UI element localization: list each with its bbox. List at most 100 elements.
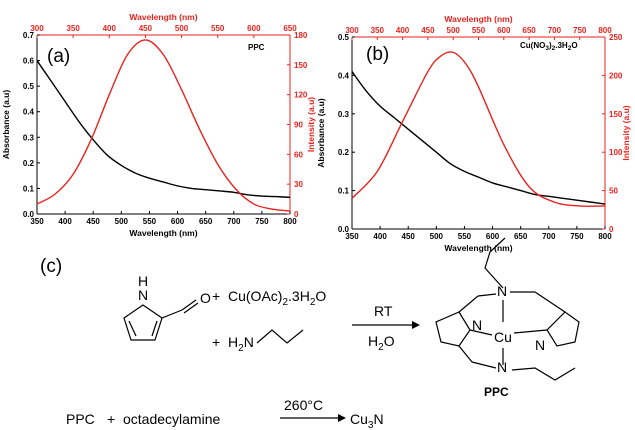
x-tick-label: 350 [345,232,359,241]
y-axis-label: Absorbance (a.u) [1,90,11,160]
y-tick-label: 0.1 [338,187,350,196]
condition-rt: RT [374,303,393,319]
pyrrole-h-label: H [138,273,148,289]
aldehyde-bond [161,309,183,319]
imine-bond [471,361,497,369]
x-tick-label: 750 [255,217,269,226]
x-tick-label: 750 [570,232,584,241]
aldehyde-co-bond [181,299,197,311]
annotation-part: 2 [568,45,572,52]
arrow-head [412,321,420,329]
annotation-part: Cu(NO [520,41,545,50]
y2-tick-label: 180 [294,31,308,40]
propyl-chain-bottom [511,367,576,381]
x2-tick-label: 550 [211,24,225,33]
x2-tick-label: 300 [345,26,359,35]
panel-label: (b) [366,44,389,65]
y2-tick-label: 0 [294,210,299,219]
x-tick-label: 800 [598,232,612,241]
x2-tick-label: 500 [447,26,461,35]
y2-axis-label: Intensity (a.u) [306,97,316,152]
y-tick-label: 0.0 [23,210,35,219]
imine-bond [534,291,566,313]
bottom-product-cu3n: Cu3N [350,411,384,430]
x-tick-label: 600 [486,232,500,241]
x-tick-label: 600 [171,217,185,226]
propyl-chain-bond [256,329,304,344]
x2-tick-label: 750 [573,26,587,35]
x-tick-label: 550 [458,232,472,241]
aldehyde-o-label: O [200,290,211,306]
ring-double-bond [128,320,137,337]
x2-tick-label: 450 [421,26,435,35]
y-tick-label: 0.0 [338,225,350,234]
plus-sign: + [212,334,220,350]
x-tick-label: 650 [199,217,213,226]
y-tick-label: 0.5 [338,33,350,42]
y-tick-label: 0.4 [23,108,35,117]
x2-axis-label: Wavelength (nm) [129,12,197,22]
x-tick-label: 350 [30,217,44,226]
x-axis-label: Wavelength (nm) [129,228,197,238]
y2-tick-label: 100 [609,148,623,157]
panel-label: (a) [47,46,70,67]
x-tick-label: 400 [373,232,387,241]
product-ppc-label: PPC [484,385,509,399]
x-tick-label: 500 [115,217,129,226]
imine-bond [458,295,479,313]
aldehyde-co-double [183,302,199,314]
x2-tick-label: 350 [66,24,80,33]
x2-tick-label: 400 [103,24,117,33]
y-tick-label: 0.4 [338,71,350,80]
y2-tick-label: 50 [609,187,618,196]
chart-annotation: Cu(NO3)2.3H2O [520,41,578,52]
y2-tick-label: 0 [609,225,614,234]
x2-tick-label: 650 [283,24,297,33]
annotation-part: ) [549,41,552,50]
absorbance-curve [36,60,291,199]
product-n-bottom: N [497,359,507,375]
condition-water: H2O [368,333,395,353]
propylamine-label: H2N [228,334,254,354]
ring-double-bond [151,320,158,337]
bottom-plus: + [107,411,115,427]
x-tick-label: 800 [283,217,297,226]
y-axis-label: Absorbance (a.u) [316,98,326,168]
pyrrole-aldehyde-structure [123,299,199,341]
imine-bond [458,345,473,363]
y2-tick-label: 30 [294,180,303,189]
copper-acetate-label: Cu(OAc)2.3H2O [228,288,326,308]
x2-tick-label: 500 [175,24,189,33]
x-axis-label: Wavelength (nm) [444,243,512,253]
product-n-left: N [472,317,482,333]
annotation-part: 3 [545,45,549,52]
panel-label-c: (c) [40,256,62,277]
product-cu-label: Cu [494,329,512,345]
x2-tick-label: 350 [371,26,385,35]
x2-tick-label: 650 [522,26,536,35]
y2-tick-label: 200 [609,71,623,80]
x-tick-label: 700 [542,232,556,241]
x2-tick-label: 550 [472,26,486,35]
x2-tick-label: 600 [497,26,511,35]
product-n-right: N [535,337,545,353]
imine-bond [477,293,497,297]
chart-annotation: PPC [248,43,265,52]
x2-tick-label: 800 [598,26,612,35]
y-tick-label: 0.3 [23,133,35,142]
y-tick-label: 0.7 [23,31,35,40]
x-tick-label: 550 [143,217,157,226]
n-cu-bond [469,329,493,336]
product-ring-right [546,311,580,347]
propyl-chain-top [484,237,506,289]
plus-sign: + [212,288,220,304]
y-tick-label: 0.6 [23,57,35,66]
x-tick-label: 500 [430,232,444,241]
y2-tick-label: 60 [294,150,303,159]
x-tick-label: 450 [87,217,101,226]
emission-intensity-curve [36,39,291,212]
x2-tick-label: 600 [247,24,261,33]
annotation-part: .3H [555,41,568,50]
